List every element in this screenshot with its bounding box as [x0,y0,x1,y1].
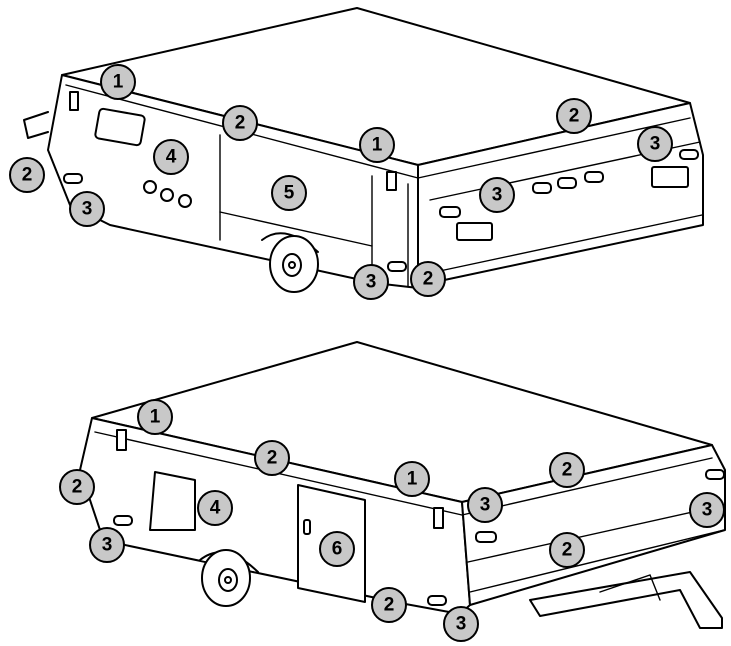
bottom-hitch-brace [599,574,661,601]
svg-text:2: 2 [72,477,83,498]
top-reflector-2 [386,171,397,191]
svg-text:2: 2 [423,269,434,290]
svg-text:1: 1 [113,72,124,93]
callout: 3 [479,177,515,213]
svg-text:1: 1 [150,407,161,428]
svg-text:2: 2 [569,106,580,127]
callout: 2 [556,98,592,134]
callout: 3 [689,492,725,528]
top-marker-light-3 [439,206,461,218]
svg-text:3: 3 [702,500,713,521]
bottom-camper [79,341,726,629]
top-end-plate-2 [651,166,689,188]
svg-text:3: 3 [456,614,467,635]
top-marker-light-1 [63,173,83,184]
svg-text:4: 4 [210,498,221,519]
bottom-window [149,471,196,531]
bottom-end-band-2 [467,504,725,563]
top-camper [23,7,704,293]
svg-text:1: 1 [407,469,418,490]
callout: 3 [443,606,479,642]
bottom-marker-light-3 [475,531,497,543]
top-callouts: 1 2 2 1 2 4 2 3 5 3 3 3 [9,64,673,300]
svg-text:3: 3 [480,495,491,516]
bottom-marker-light-2 [427,595,447,606]
callout: 3 [467,487,503,523]
callout: 2 [59,469,95,505]
callout: 1 [137,399,173,435]
svg-text:4: 4 [166,147,177,168]
top-marker-light-2 [387,261,407,272]
callout: 4 [153,139,189,175]
svg-text:2: 2 [235,113,246,134]
callout: 2 [410,261,446,297]
bottom-hitch [529,571,723,629]
callout: 2 [549,452,585,488]
svg-text:3: 3 [492,185,503,206]
callout: 2 [9,157,45,193]
callout: 1 [100,64,136,100]
svg-text:2: 2 [562,460,573,481]
svg-text:2: 2 [22,165,33,186]
callout: 3 [69,191,105,227]
callout: 2 [549,532,585,568]
callout: 2 [254,440,290,476]
svg-text:5: 5 [284,183,295,204]
top-hitch [23,111,49,139]
top-reflector-1 [69,91,79,111]
bottom-reflector-2 [433,507,444,529]
callout: 3 [89,527,125,563]
svg-text:2: 2 [384,595,395,616]
bottom-end-band-3 [469,529,725,593]
callout: 1 [359,127,395,163]
bottom-marker-light-4 [705,469,725,480]
top-wheel-center [288,261,296,269]
callout: 2 [371,587,407,623]
top-vent-2 [160,188,174,202]
callout: 3 [353,264,389,300]
top-window [94,107,146,147]
svg-text:3: 3 [82,199,93,220]
bottom-wheel-center [224,576,232,584]
svg-text:2: 2 [562,540,573,561]
top-end-band-3 [434,214,703,273]
callout: 5 [271,175,307,211]
svg-text:6: 6 [332,539,343,560]
top-vent-3 [178,194,192,208]
top-vent-1 [143,180,157,194]
top-end-plate-1 [456,222,493,241]
callout: 3 [637,126,673,162]
callout: 1 [394,461,430,497]
svg-text:1: 1 [372,135,383,156]
callout: 6 [319,531,355,567]
bottom-door-handle [303,519,311,535]
bottom-end-face [461,444,726,606]
svg-text:3: 3 [102,535,113,556]
callout: 2 [222,105,258,141]
top-end-light-2 [557,177,577,189]
svg-text:2: 2 [267,448,278,469]
top-skirt [219,211,373,247]
top-marker-light-4 [679,149,699,160]
top-end-band-1 [417,117,691,179]
svg-text:3: 3 [366,272,377,293]
bottom-reflector-1 [116,429,127,451]
callout: 4 [197,490,233,526]
top-end-light-1 [532,182,552,194]
bottom-marker-light-1 [113,515,133,526]
bottom-end-band-1 [461,457,713,516]
bottom-callouts: 1 2 2 1 2 4 3 3 2 6 3 2 3 [59,399,725,642]
top-end-light-3 [584,171,604,183]
svg-text:3: 3 [650,134,661,155]
